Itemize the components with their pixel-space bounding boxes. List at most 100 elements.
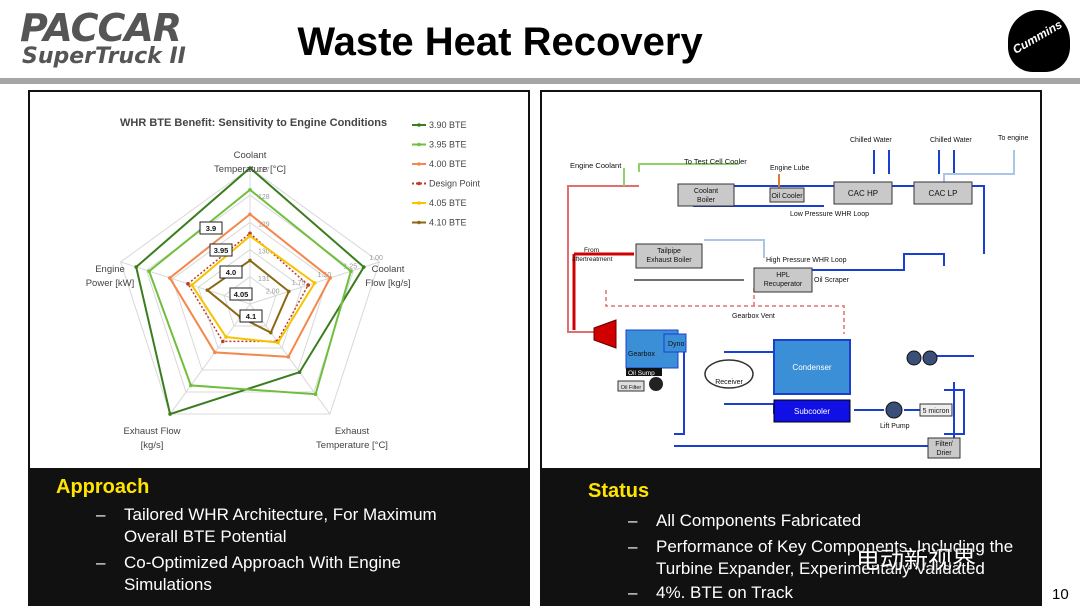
chart-title: WHR BTE Benefit: Sensitivity to Engine C… <box>120 117 387 129</box>
svg-text:Oil Filter: Oil Filter <box>621 385 642 391</box>
series-point <box>248 234 252 238</box>
approach-heading: Approach <box>56 476 150 498</box>
series-point <box>312 281 317 285</box>
approach-box: Approach – Tailored WHR Architecture, Fo… <box>30 468 528 604</box>
series-point <box>248 212 252 217</box>
legend-marker <box>417 220 421 225</box>
loop-line <box>724 403 775 414</box>
svg-text:Oil Scraper: Oil Scraper <box>814 277 850 284</box>
series-line <box>186 232 310 343</box>
subcooler <box>773 399 851 423</box>
series-line <box>147 188 353 396</box>
loop-line <box>944 389 965 435</box>
series-line <box>168 212 332 358</box>
callout-box <box>239 309 263 323</box>
series-point <box>268 330 273 335</box>
radar-series: 3.93.954.04.054.1 <box>134 166 366 416</box>
series-point <box>189 383 193 388</box>
grid-ring <box>120 167 380 415</box>
page-number: 10 <box>1052 586 1069 603</box>
paccar-logo: PACCAR <box>20 6 182 50</box>
five-micron-filter <box>919 403 953 417</box>
header-divider <box>0 78 1080 84</box>
svg-text:Engine Coolant: Engine Coolant <box>570 161 622 170</box>
svg-text:Engine Lube: Engine Lube <box>770 165 809 172</box>
svg-text:Lift Pump: Lift Pump <box>880 423 910 430</box>
coolant-boiler <box>677 183 735 207</box>
filter-drier <box>927 437 961 459</box>
oil-filter <box>617 380 645 392</box>
turbine-expander <box>593 319 617 349</box>
series-point <box>286 355 291 359</box>
tick-label: 128 <box>258 194 270 201</box>
callout-label: 3.95 <box>214 246 229 255</box>
cac-lp <box>913 181 973 205</box>
series-line <box>205 259 291 334</box>
series-point <box>313 392 318 397</box>
callout-box <box>199 221 223 235</box>
legend-marker <box>417 123 421 127</box>
receiver <box>704 359 754 389</box>
series-point <box>189 283 194 287</box>
grid-spoke <box>120 261 251 305</box>
tick-label: 131 <box>258 276 270 283</box>
status-item: –Performance of Key Components, Includin… <box>628 537 1014 578</box>
callout-box <box>219 265 243 279</box>
svg-text:Low Pressure WHR Loop: Low Pressure WHR Loop <box>790 211 869 218</box>
tick-label: 2.00 <box>266 289 280 296</box>
legend-marker <box>417 201 421 205</box>
grid-ring <box>171 221 329 371</box>
legend-label: 3.90 BTE <box>429 120 467 130</box>
series-point <box>306 283 311 287</box>
tick-label: 1.25 <box>343 263 357 270</box>
watermark: 电动新视界 <box>856 547 976 574</box>
loop-line <box>567 202 594 333</box>
callout-label: 3.9 <box>206 224 216 233</box>
svg-text:Dyno: Dyno <box>668 341 684 348</box>
loop-line <box>674 352 685 435</box>
svg-text:Filter/Drier: Filter/Drier <box>935 441 953 457</box>
tailpipe-line <box>704 239 765 258</box>
legend-label: 3.95 BTE <box>429 140 467 150</box>
loop-line <box>567 185 639 202</box>
approach-item: – Tailored WHR Architecture, For Maximum… <box>96 505 437 546</box>
callout-box <box>209 243 233 257</box>
series-point <box>186 282 190 286</box>
svg-text:Chilled Water: Chilled Water <box>850 137 892 144</box>
lift-pump <box>885 401 903 419</box>
status-item: –All Components Fabricated <box>628 511 862 530</box>
grid-spoke <box>249 303 331 415</box>
dyno <box>663 333 687 353</box>
status-item: –4%. BTE on Track <box>628 583 793 602</box>
turbine-2 <box>922 350 938 366</box>
high-pressure-loop-line <box>804 253 945 271</box>
svg-text:Gearbox: Gearbox <box>628 351 655 358</box>
series-point <box>362 265 366 269</box>
svg-text:Chilled Water: Chilled Water <box>930 137 972 144</box>
tick-label: 1.50 <box>318 272 332 279</box>
oil-pump <box>649 377 663 391</box>
series-point <box>287 289 291 294</box>
tick-label: 1.00 <box>369 255 383 262</box>
svg-text:Oil Cooler: Oil Cooler <box>771 193 803 200</box>
left-panel: WHR BTE Benefit: Sensitivity to Engine C… <box>28 90 530 606</box>
series-point <box>349 269 353 274</box>
hpl-recuperator <box>753 267 813 293</box>
legend-label: 4.10 BTE <box>429 218 467 228</box>
radar-chart-area: WHR BTE Benefit: Sensitivity to Engine C… <box>32 94 526 468</box>
grid-ring <box>145 194 355 393</box>
series-point <box>213 350 217 355</box>
tailpipe-exhaust-boiler <box>635 243 703 269</box>
legend-label: Design Point <box>429 179 481 189</box>
series-point <box>224 335 228 339</box>
series-point <box>276 340 280 345</box>
callout-box <box>229 287 253 301</box>
